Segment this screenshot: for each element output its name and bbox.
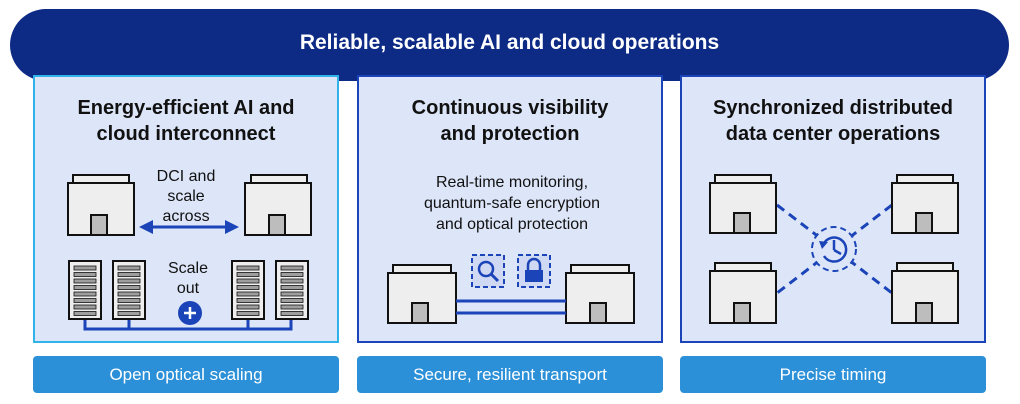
footer-secure-transport: Secure, resilient transport	[357, 356, 663, 393]
building-icon	[387, 264, 457, 324]
banner: Reliable, scalable AI and cloud operatio…	[10, 9, 1009, 81]
building-icon	[709, 174, 777, 234]
server-rack-icon	[68, 260, 102, 320]
building-icon	[565, 264, 635, 324]
panel-synchronized-art	[709, 174, 959, 324]
server-rack-icon	[112, 260, 146, 320]
panel-title: Synchronized distributed data center ope…	[712, 97, 954, 145]
panel-visibility-art	[387, 254, 635, 324]
building-icon	[709, 262, 777, 324]
server-rack-icon	[231, 260, 265, 320]
plus-icon	[178, 301, 202, 325]
clock-sync-icon	[811, 226, 857, 272]
dci-label: DCI and scale across	[156, 168, 216, 225]
panel-title: Continuous visibility and protection	[411, 97, 609, 145]
footer-precise-timing: Precise timing	[680, 356, 986, 393]
building-icon	[244, 174, 312, 236]
magnifier-icon	[471, 254, 505, 288]
building-icon	[891, 262, 959, 324]
panel-interconnect-art	[67, 174, 312, 331]
panel-synchronized: Synchronized distributed data center ope…	[680, 75, 986, 343]
building-icon	[891, 174, 959, 234]
server-rack-icon	[275, 260, 309, 320]
panel-interconnect: Energy-efficient AI and cloud interconne…	[33, 75, 339, 343]
lock-icon	[517, 254, 551, 288]
panel-title: Energy-efficient AI and cloud interconne…	[77, 97, 295, 145]
panel-body-text: Real-time monitoring, quantum-safe encry…	[423, 174, 601, 233]
building-icon	[67, 174, 135, 236]
scale-out-label: Scale out	[167, 260, 209, 297]
panel-visibility: Continuous visibility and protection Rea…	[357, 75, 663, 343]
banner-title: Reliable, scalable AI and cloud operatio…	[299, 31, 720, 54]
footer-open-optical-scaling: Open optical scaling	[33, 356, 339, 393]
arrow-double-icon	[139, 220, 239, 234]
